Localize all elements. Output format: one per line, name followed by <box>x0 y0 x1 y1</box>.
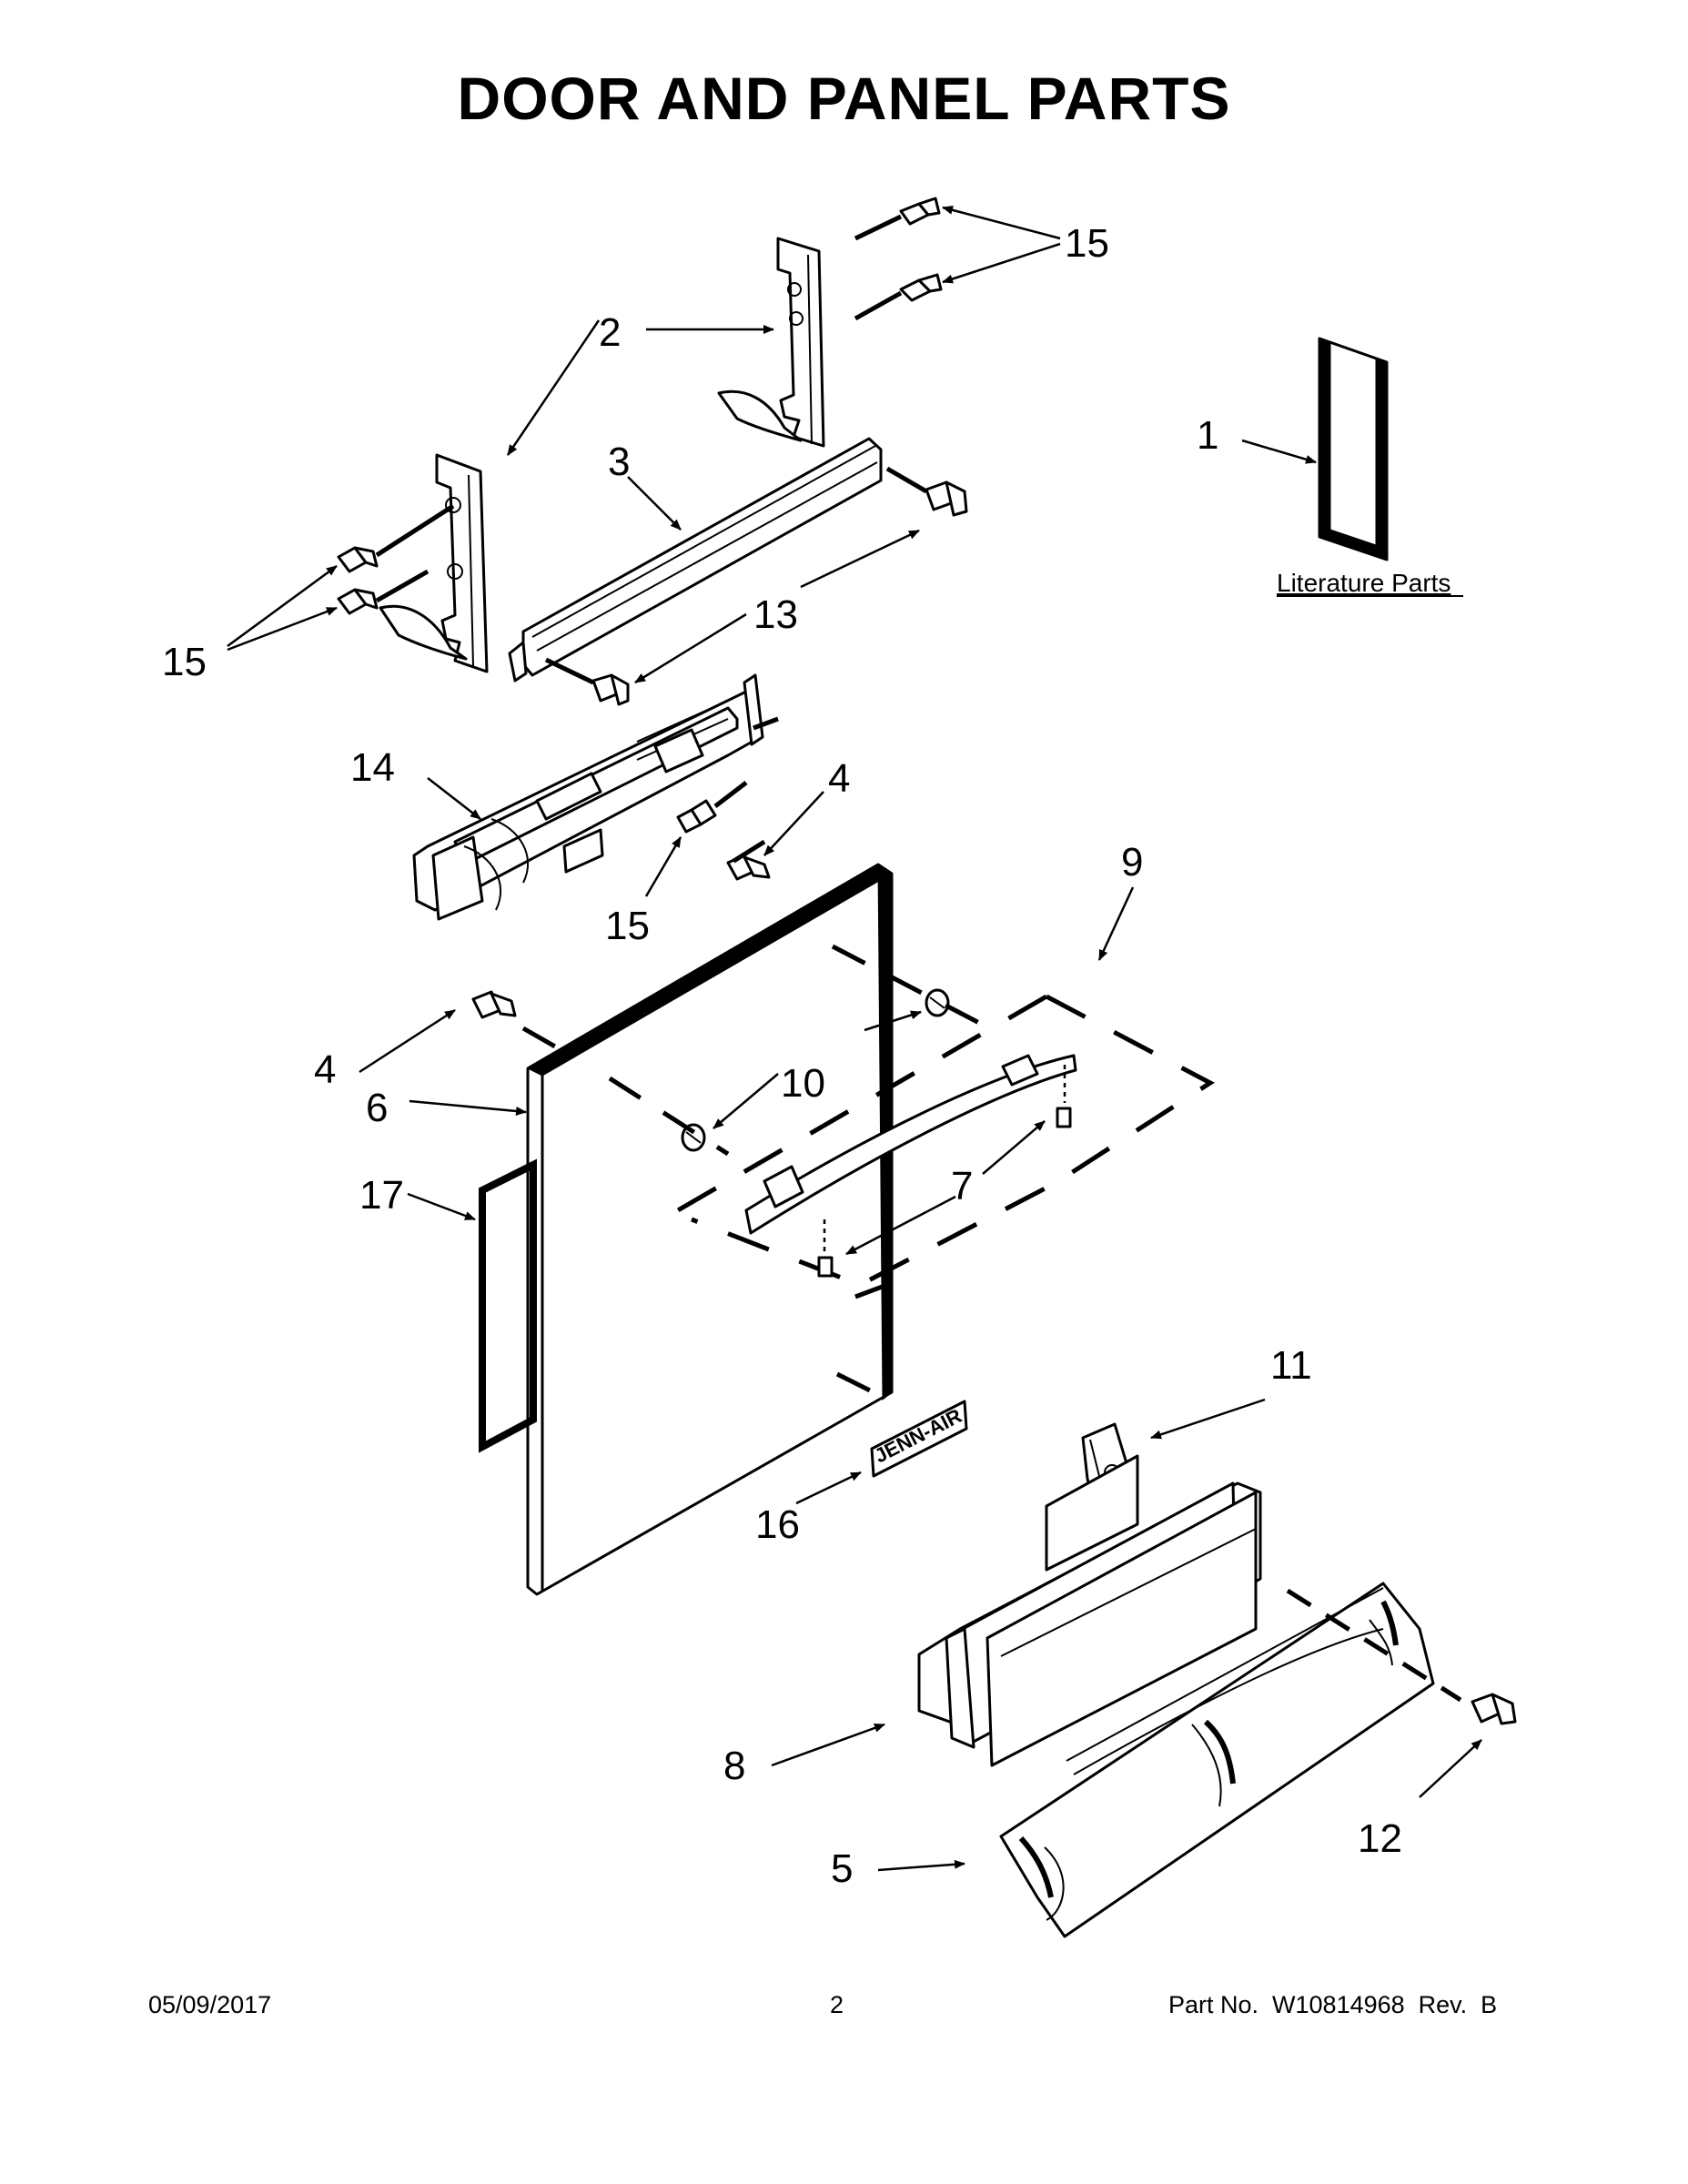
literature-parts-label: Literature Parts <box>1277 569 1450 597</box>
door-handle <box>744 1054 1077 1235</box>
callout-9: 9 <box>1121 840 1143 885</box>
callout-4-left: 4 <box>314 1047 336 1092</box>
lower-access-panel <box>999 1582 1435 1938</box>
callout-13: 13 <box>753 592 798 637</box>
callout-15-left: 15 <box>162 640 207 684</box>
page-title: DOOR AND PANEL PARTS <box>457 65 1231 132</box>
callout-5: 5 <box>831 1846 853 1891</box>
right-hinge-bracket <box>717 237 825 448</box>
callout-1: 1 <box>1197 413 1218 458</box>
footer-page-number: 2 <box>830 1991 844 2018</box>
callout-4-right: 4 <box>828 756 850 801</box>
callout-6: 6 <box>366 1086 388 1130</box>
callout-11: 11 <box>1270 1343 1312 1388</box>
control-panel-assembly <box>412 673 764 921</box>
callout-17: 17 <box>359 1173 404 1218</box>
callout-2: 2 <box>599 310 621 355</box>
screw-13-right <box>925 480 968 517</box>
brand-logo-badge: JENN-AIR <box>870 1400 968 1478</box>
callout-15-panel: 15 <box>605 904 650 948</box>
outer-door-panel <box>526 863 894 1596</box>
callout-14: 14 <box>350 745 395 790</box>
left-hinge-bracket <box>379 453 489 673</box>
callout-3: 3 <box>608 440 630 484</box>
footer-date: 05/09/2017 <box>148 1991 272 2018</box>
screw-4-left <box>471 990 517 1019</box>
toe-panel-insert <box>917 1454 1262 1767</box>
callout-15-upper: 15 <box>1065 221 1109 266</box>
footer-part-number: Part No. W10814968 Rev. B <box>1168 1991 1498 2018</box>
spacer-10-left <box>681 1123 706 1152</box>
callout-8: 8 <box>723 1744 745 1788</box>
screw-15-panel <box>676 799 717 834</box>
callout-16: 16 <box>755 1502 800 1547</box>
literature-booklet <box>1318 337 1389 561</box>
screw-15-upper-a <box>899 197 941 226</box>
callout-10: 10 <box>781 1061 825 1106</box>
door-gasket <box>479 1158 537 1453</box>
screw-7-left <box>817 1256 834 1278</box>
callout-12: 12 <box>1358 1816 1402 1861</box>
screw-7-right <box>1056 1107 1072 1128</box>
screw-15-left-a <box>337 546 379 573</box>
screw-15-left-b <box>337 588 379 615</box>
screw-13-left <box>591 673 630 706</box>
screw-15-upper-b <box>899 273 943 302</box>
spacer-10-right <box>925 988 950 1017</box>
screw-12 <box>1471 1693 1517 1725</box>
callout-7: 7 <box>951 1164 973 1208</box>
door-rail <box>508 437 883 682</box>
